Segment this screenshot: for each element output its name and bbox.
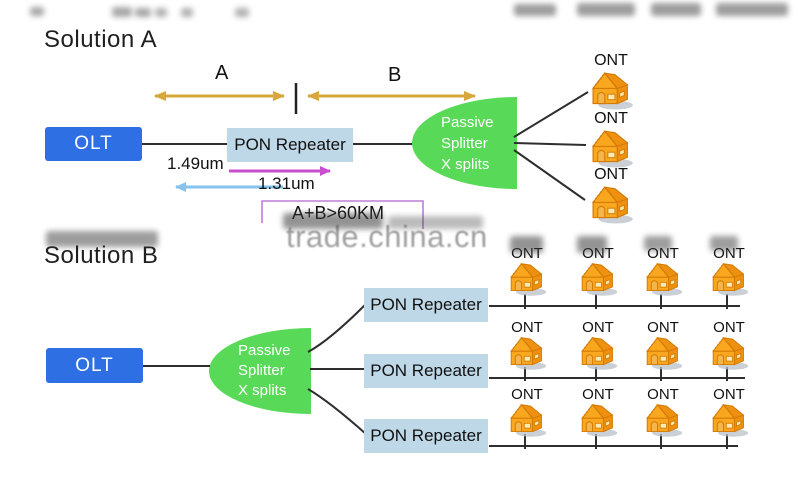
ont-label: ONT	[582, 386, 614, 403]
passive-splitter-label-b: Passive Splitter X splits	[238, 342, 291, 399]
ont-unit: ONT	[640, 246, 686, 297]
smudge-artifact	[283, 213, 383, 229]
smudge-artifact	[46, 231, 158, 247]
ont-house-icon	[505, 402, 549, 438]
solution-a-title: Solution A	[44, 26, 158, 53]
ont-label: ONT	[647, 386, 679, 403]
ont-house-icon	[641, 402, 685, 438]
drop-lines	[524, 294, 728, 449]
ont-unit: ONT	[575, 246, 621, 297]
ont-house-icon	[707, 402, 751, 438]
olt-box-b: OLT	[46, 348, 143, 383]
downstream-wavelength-label: 1.49um	[167, 154, 224, 173]
ont-unit: ONT	[584, 52, 638, 111]
ont-unit: ONT	[706, 320, 752, 371]
ont-unit: ONT	[575, 320, 621, 371]
span-b-label: B	[388, 64, 402, 86]
ont-house-icon	[576, 261, 620, 297]
pon-repeater-box-b3: PON Repeater	[364, 419, 488, 453]
smudge-artifact	[651, 3, 701, 16]
ont-label: ONT	[647, 319, 679, 336]
upstream-wavelength-label: 1.31um	[258, 174, 315, 193]
ont-unit: ONT	[584, 166, 638, 225]
olt-box-a: OLT	[45, 127, 142, 161]
span-a-label: A	[215, 62, 229, 84]
ont-house-icon	[641, 261, 685, 297]
smudge-artifact	[235, 8, 249, 17]
ont-house-icon	[505, 335, 549, 371]
smudge-artifact	[644, 236, 672, 251]
ont-unit: ONT	[575, 387, 621, 438]
ont-label: ONT	[511, 319, 543, 336]
ont-house-icon	[641, 335, 685, 371]
ont-unit: ONT	[640, 320, 686, 371]
ont-label: ONT	[511, 386, 543, 403]
smudge-artifact	[716, 3, 788, 16]
smudge-artifact	[181, 8, 193, 17]
ont-label: ONT	[594, 110, 628, 127]
smudge-artifact	[710, 236, 738, 251]
bus-lines	[489, 305, 745, 447]
smudge-artifact	[510, 236, 543, 253]
ont-label: ONT	[582, 319, 614, 336]
ont-house-icon	[586, 184, 636, 225]
ont-house-icon	[505, 261, 549, 297]
ont-label: ONT	[713, 386, 745, 403]
ont-house-icon	[586, 128, 636, 169]
passive-splitter-shape-a	[412, 97, 517, 189]
passive-splitter-label-a: Passive Splitter X splits	[441, 114, 494, 173]
ont-unit: ONT	[504, 320, 550, 371]
ont-unit: ONT	[640, 387, 686, 438]
ont-house-icon	[707, 335, 751, 371]
ont-unit: ONT	[504, 387, 550, 438]
smudge-artifact	[577, 236, 607, 253]
ont-label: ONT	[594, 52, 628, 69]
ont-unit: ONT	[706, 246, 752, 297]
smudge-artifact	[135, 8, 151, 17]
ont-unit: ONT	[706, 387, 752, 438]
ont-unit: ONT	[584, 110, 638, 169]
ont-label: ONT	[594, 166, 628, 183]
ont-unit: ONT	[504, 246, 550, 297]
smudge-artifact	[514, 4, 556, 16]
ont-label: ONT	[713, 319, 745, 336]
splitter-fan-a	[513, 91, 589, 201]
smudge-artifact	[577, 3, 635, 16]
smudge-artifact	[112, 7, 132, 17]
smudge-artifact	[155, 8, 167, 17]
ont-house-icon	[586, 70, 636, 111]
distance-bracket	[261, 200, 424, 229]
pon-repeater-box-a: PON Repeater	[227, 128, 353, 162]
ont-house-icon	[707, 261, 751, 297]
smudge-artifact	[388, 216, 483, 229]
passive-splitter-shape-b	[209, 328, 311, 414]
pon-repeater-box-b2: PON Repeater	[364, 354, 488, 388]
splitter-fan-b	[307, 303, 367, 435]
smudge-artifact	[30, 7, 44, 16]
ont-house-icon	[576, 402, 620, 438]
pon-repeater-box-b1: PON Repeater	[364, 288, 488, 322]
ont-house-icon	[576, 335, 620, 371]
